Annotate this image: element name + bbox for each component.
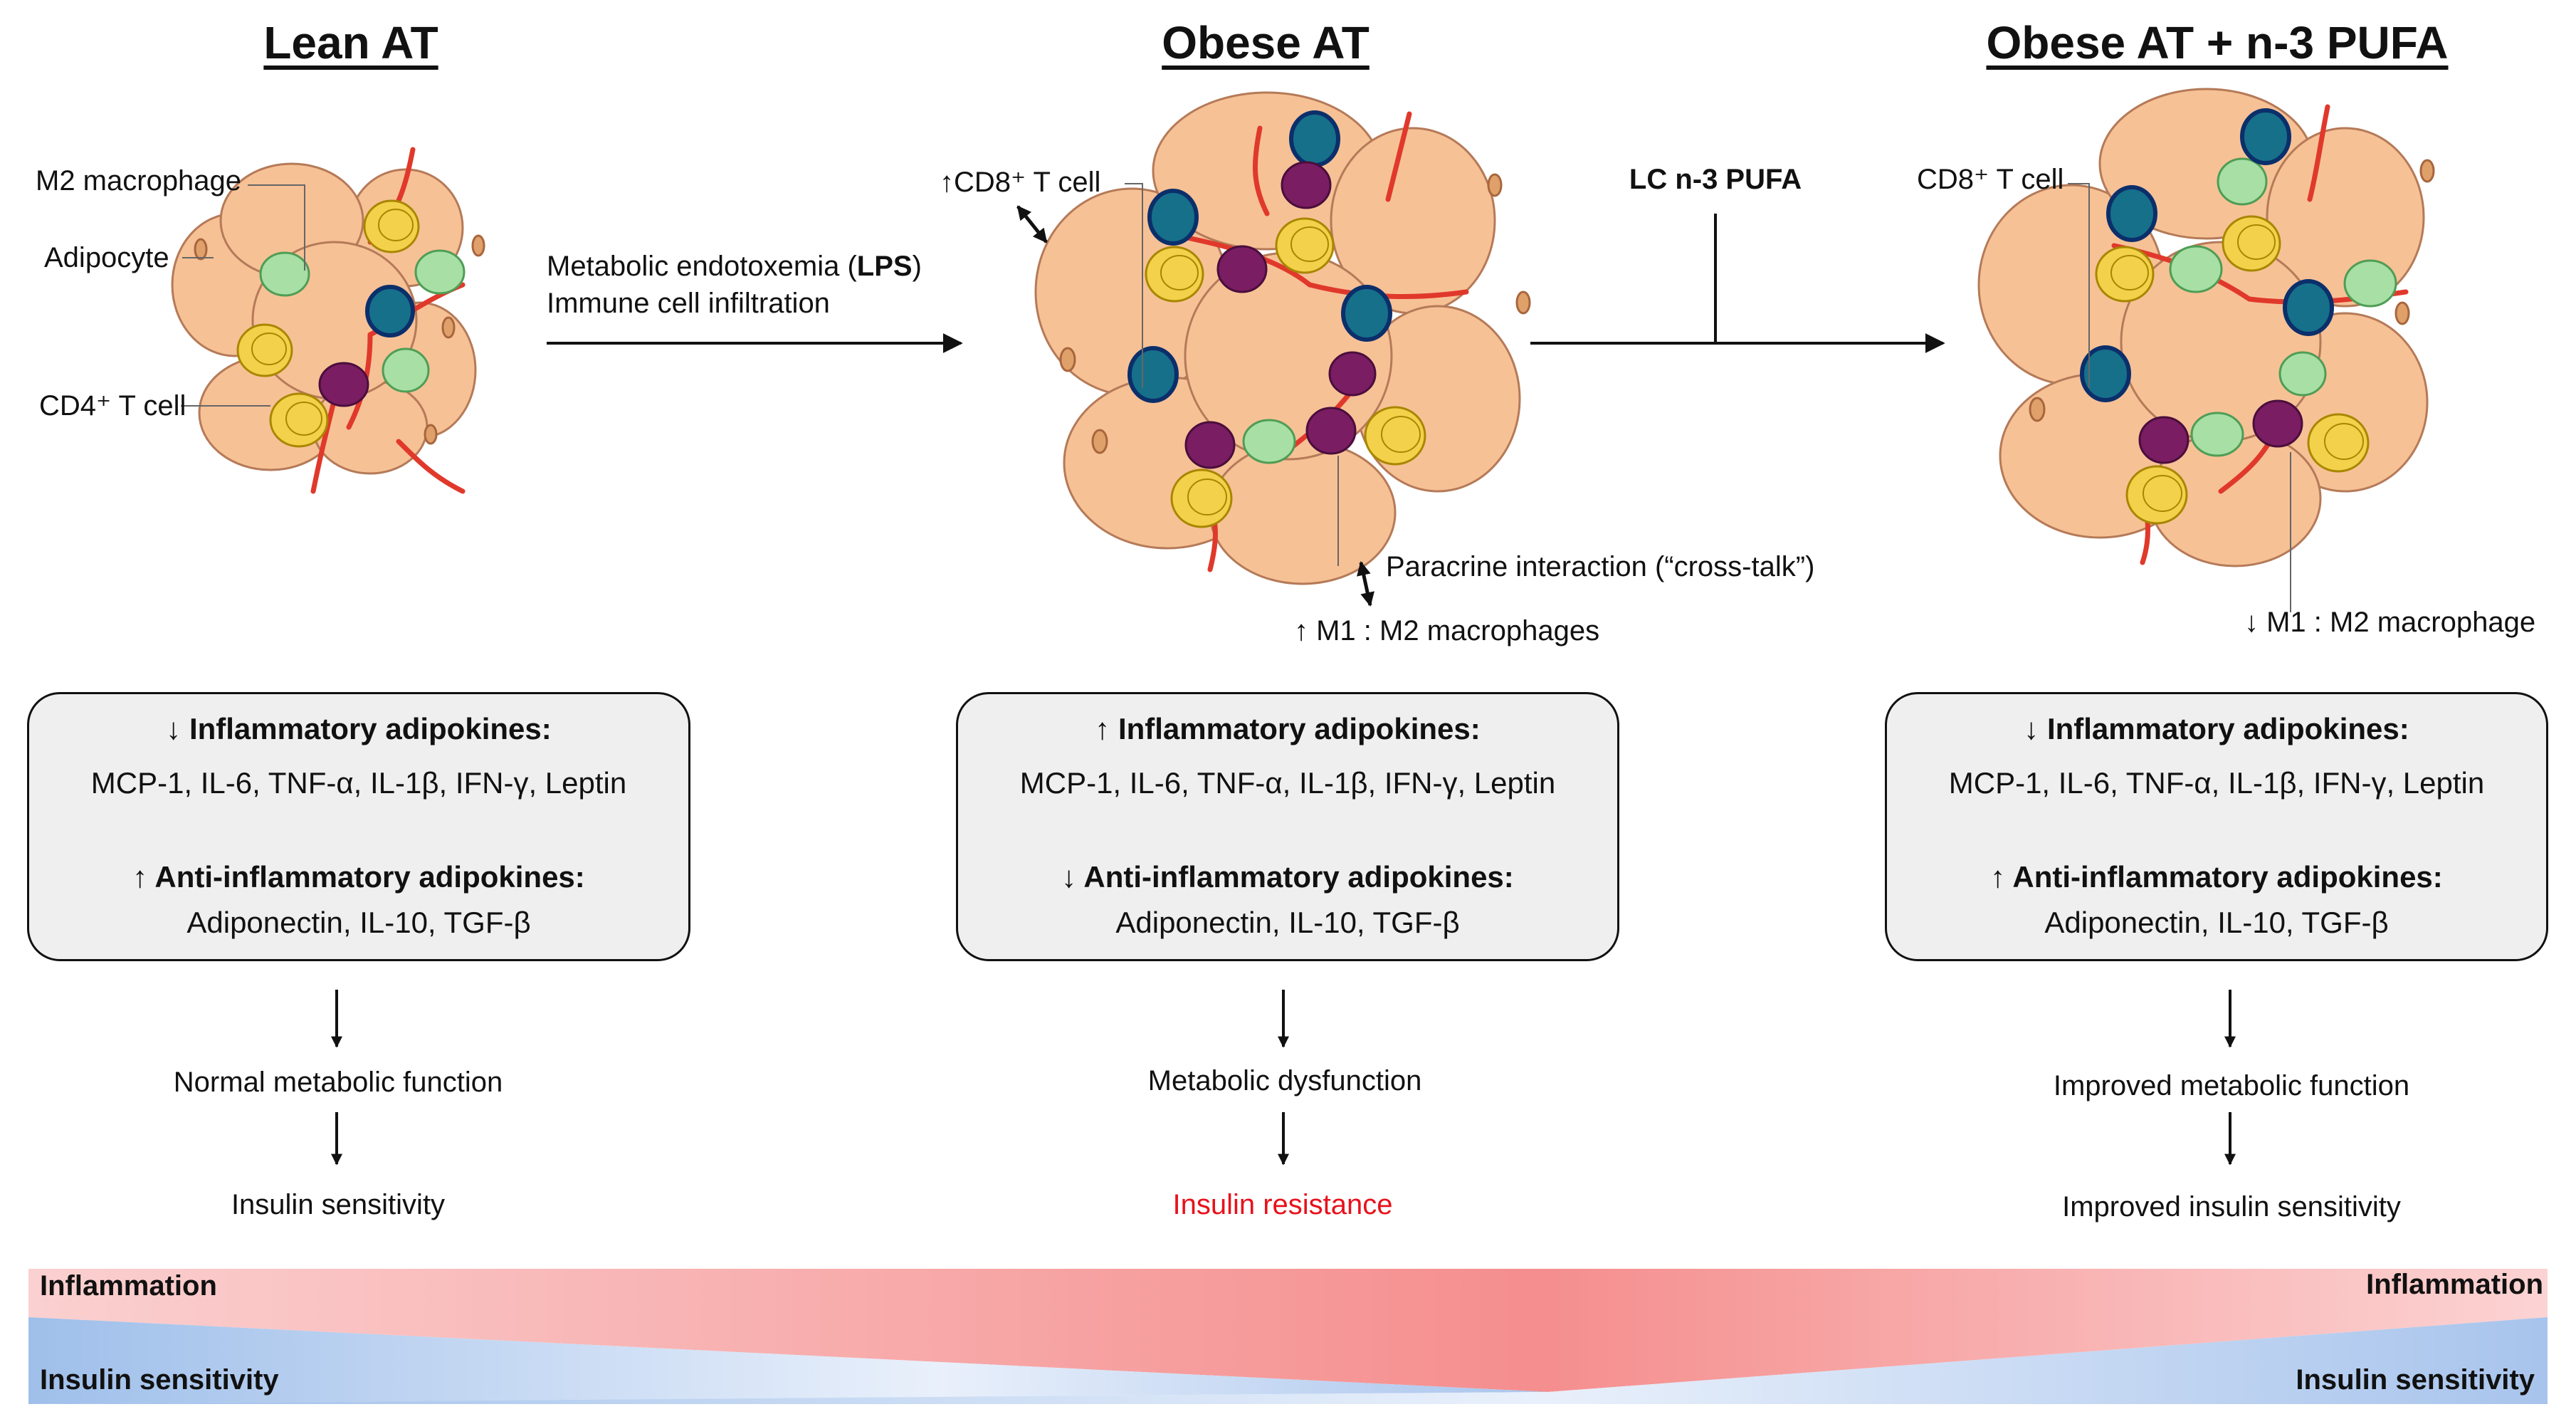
- obese-cluster: [1016, 91, 1531, 607]
- anti-inflammatory-header: ↑ Anti-inflammatory adipokines:: [132, 860, 585, 894]
- label-cd4-t-cell: CD4⁺ T cell: [39, 390, 186, 422]
- inflammatory-header: ↓ Inflammatory adipokines:: [2024, 712, 2409, 745]
- title-obese: Obese AT: [1162, 17, 1370, 68]
- adipokine-box-obese-pufa: ↓ Inflammatory adipokines: MCP-1, IL-6, …: [1885, 692, 2548, 961]
- outcome-insulin-obese: Insulin resistance: [1172, 1189, 1393, 1220]
- title-obese-pufa: Obese AT + n-3 PUFA: [1986, 17, 2449, 68]
- label-m1-m2-macrophages-up: ↑ M1 : M2 macrophages: [1294, 615, 1600, 646]
- bar-label-inflammation-left: Inflammation: [40, 1270, 217, 1302]
- adipokine-box-lean: ↓ Inflammatory adipokines: MCP-1, IL-6, …: [27, 692, 690, 961]
- label-adipocyte: Adipocyte: [44, 242, 169, 273]
- inflammatory-list: MCP-1, IL-6, TNF-α, IL-1β, IFN-γ, Leptin: [1948, 766, 2485, 800]
- lean-cluster: [171, 147, 485, 494]
- outcome-function-obese: Metabolic dysfunction: [1147, 1065, 1422, 1096]
- obese-pufa-cluster: [1977, 88, 2435, 612]
- bar-label-insulin-sensitivity-right: Insulin sensitivity: [2296, 1364, 2535, 1396]
- anti-inflammatory-list: Adiponectin, IL-10, TGF-β: [2044, 906, 2389, 939]
- inflammatory-list: MCP-1, IL-6, TNF-α, IL-1β, IFN-γ, Leptin: [1019, 766, 1556, 800]
- outcome-function-lean: Normal metabolic function: [173, 1067, 503, 1098]
- inflammatory-header: ↓ Inflammatory adipokines:: [166, 712, 552, 745]
- label-lc-n3-pufa: LC n-3 PUFA: [1629, 164, 1802, 195]
- anti-inflammatory-header: ↑ Anti-inflammatory adipokines:: [1990, 860, 2443, 894]
- bar-label-insulin-sensitivity-left: Insulin sensitivity: [40, 1364, 279, 1396]
- outcome-function-obese-pufa: Improved metabolic function: [2053, 1070, 2410, 1101]
- label-immune-cell-infiltration: Immune cell infiltration: [547, 288, 830, 319]
- gradient-bar: [28, 1269, 2548, 1404]
- insulin-sensitivity-gradient: [28, 1317, 1548, 1404]
- bar-label-inflammation-right: Inflammation: [2366, 1269, 2543, 1300]
- outcome-insulin-lean: Insulin sensitivity: [231, 1189, 446, 1220]
- label-paracrine-interaction: Paracrine interaction (“cross-talk”): [1386, 551, 1815, 582]
- title-lean: Lean AT: [263, 17, 438, 68]
- anti-inflammatory-list: Adiponectin, IL-10, TGF-β: [186, 906, 531, 939]
- inflammation-gradient: [28, 1269, 2548, 1392]
- label-cd8-t-cell-up: ↑CD8⁺ T cell: [940, 167, 1101, 198]
- anti-inflammatory-list: Adiponectin, IL-10, TGF-β: [1115, 906, 1460, 939]
- label-m1-m2-macrophage-down: ↓ M1 : M2 macrophage: [2244, 607, 2536, 638]
- insulin-sensitivity-gradient-right: [28, 1317, 2548, 1404]
- label-m2-macrophage: M2 macrophage: [36, 165, 242, 197]
- down-arrows: [331, 990, 2236, 1166]
- label-cd8-t-cell: CD8⁺ T cell: [1917, 164, 2064, 195]
- inflammatory-list: MCP-1, IL-6, TNF-α, IL-1β, IFN-γ, Leptin: [90, 766, 627, 800]
- anti-inflammatory-header: ↓ Anti-inflammatory adipokines:: [1061, 860, 1514, 894]
- outcome-insulin-obese-pufa: Improved insulin sensitivity: [2062, 1191, 2401, 1223]
- label-metabolic-endotoxemia: Metabolic endotoxemia (LPS): [547, 251, 922, 282]
- adipokine-box-obese: ↑ Inflammatory adipokines: MCP-1, IL-6, …: [956, 692, 1619, 961]
- inflammatory-header: ↑ Inflammatory adipokines:: [1095, 712, 1481, 745]
